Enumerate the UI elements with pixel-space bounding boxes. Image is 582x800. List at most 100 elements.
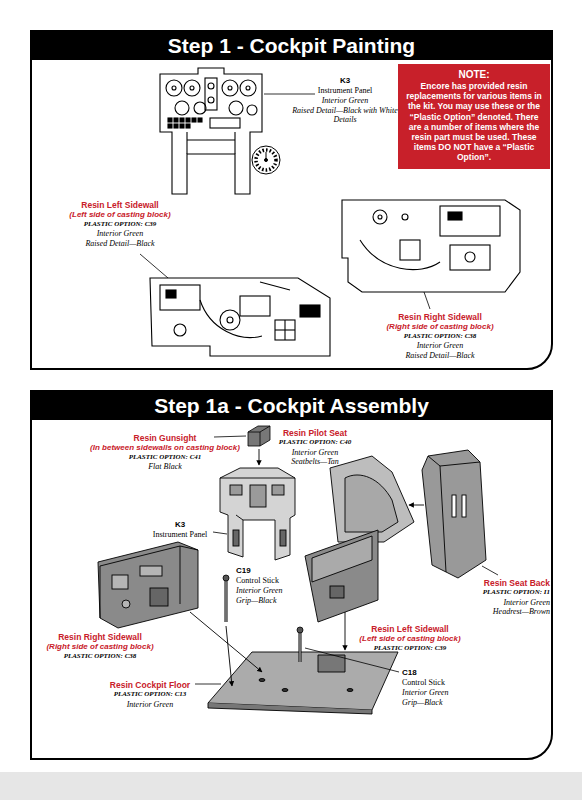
right-sidewall [450,245,490,270]
resin-part-name: Resin Right Sidewall [35,632,165,642]
left-sidewall [150,278,330,356]
seat-back [462,495,466,517]
instrument-panel-3d [280,530,286,546]
left-sidewall [166,290,176,298]
plastic-option: PLASTIC OPTION: C41 [75,453,255,463]
callout-group: Resin Left Sidewall(Left side of casting… [350,624,470,653]
callout-group: Resin Seat BackPLASTIC OPTION: I1Interio… [445,578,550,617]
part-number: K3 [290,76,400,86]
instrument-panel [190,86,194,90]
instrument-panel [175,101,189,115]
paint-color: Seatbelts—Tan [260,457,370,467]
instrument-panel [210,118,240,128]
control-stick-c18 [297,627,303,633]
plastic-option: PLASTIC OPTION: I1 [445,588,550,598]
instrument-panel [192,118,196,122]
note-box: NOTE:Encore has provided resin replaceme… [398,64,550,169]
right-sidewall [402,214,408,220]
paint-color: Interior Green [402,688,482,698]
seat-back [422,450,486,578]
callout-group: K3Instrument PanelInterior GreenRaised D… [290,76,400,125]
instrument-panel [222,80,238,96]
resin-part-name: Resin Gunsight [75,433,255,443]
right-sidewall-3d [140,566,162,576]
leader-line [482,566,498,575]
instrument-panel [247,105,257,115]
instrument-panel [184,80,200,96]
instrument-panel [246,86,250,90]
resin-part-name: Resin Right Sidewall [355,312,525,322]
instrument-panel-3d [220,468,295,560]
left-sidewall [160,285,200,310]
dial-decal [252,146,280,174]
callout-group: Resin Pilot SeatPLASTIC OPTION: C40Inter… [260,428,370,467]
instrument-panel [186,132,187,154]
cockpit-floor [282,689,288,692]
right-sidewall [400,240,420,260]
casting-note: (Right side of casting block) [35,642,165,652]
instrument-panel-3d [230,485,242,495]
gunsight [248,426,270,446]
instrument-panel-3d [220,468,295,560]
instrument-panel [187,139,235,140]
plastic-option: PLASTIC OPTION: C13 [95,690,205,700]
callout-group: C19Control StickInterior GreenGrip—Black [236,566,298,605]
leader-line [264,94,315,95]
instrument-panel [208,83,214,89]
instrument-panel [180,118,184,122]
note-heading: NOTE: [404,69,544,81]
step-header: Step 1 - Cockpit Painting [32,32,551,60]
cockpit-floor [259,679,265,682]
resin-part-name: Resin Left Sidewall [50,200,190,210]
control-stick-c18 [299,632,302,662]
control-stick-c19 [223,575,229,581]
instrument-panel-3d [233,530,239,546]
resin-part-name: Resin Left Sidewall [350,624,470,634]
casting-note: (In between sidewalls on casting block) [75,443,255,453]
left-sidewall [300,305,320,317]
left-sidewall-3d [305,530,378,622]
pilot-seat [330,456,414,542]
leader-line [424,292,430,309]
part-name: Control Stick [236,576,298,586]
right-sidewall-3d [150,588,168,606]
right-sidewall [373,210,387,224]
instrument-panel [198,118,202,122]
instrument-panel [160,68,262,194]
dial-decal [256,150,276,170]
callout-group: Resin Left Sidewall(Left side of casting… [50,200,190,248]
seat-back [452,495,456,517]
seat-back [428,456,480,572]
left-sidewall-3d [305,530,378,622]
paint-color: Grip—Black [236,596,298,606]
left-sidewall [227,317,233,323]
right-sidewall-3d [98,542,198,628]
instrument-panel [166,80,182,96]
part-number: C18 [402,668,482,678]
dial-decal [266,152,267,160]
instrument-panel [186,118,190,122]
plastic-option: PLASTIC OPTION: C38 [355,332,525,342]
plastic-option: PLASTIC OPTION: C39 [350,644,470,654]
control-stick-c19 [223,575,229,622]
leader-line [195,684,221,685]
callout-group: K3Instrument Panel [140,520,220,540]
resin-part-name: Resin Pilot Seat [260,428,370,438]
left-sidewall [284,320,285,340]
seat-back [422,450,486,578]
control-stick-c18 [297,627,303,662]
left-sidewall [150,278,330,356]
instrument-panel [180,124,184,128]
right-sidewall-3d [100,546,198,618]
instrument-panel-3d [272,485,284,495]
left-sidewall [200,300,262,338]
pilot-seat [330,456,414,542]
cockpit-floor [208,652,398,714]
assembly-arrow [226,626,232,686]
leader-line [214,436,246,437]
left-sidewall [220,310,240,330]
leader-line [195,436,498,684]
control-stick-c18 [299,632,300,662]
paint-color: Grip—Black [402,698,482,708]
